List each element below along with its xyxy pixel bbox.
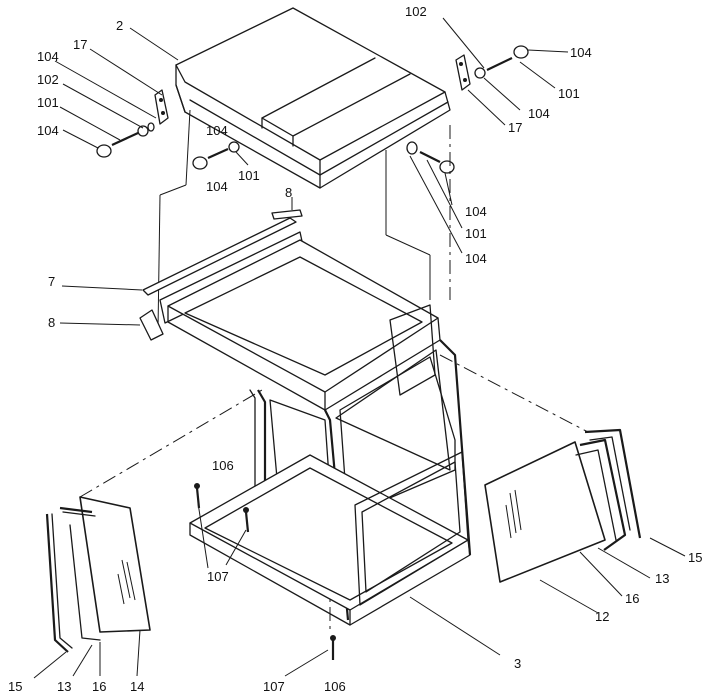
fastener-106-107-bottom: [330, 635, 336, 660]
callout-107-mid: 107: [207, 569, 229, 584]
cab-frame: [167, 239, 472, 626]
callout-104-right-4: 104: [465, 251, 487, 266]
hardware-center-set: [192, 141, 240, 170]
roof-bracket-right: [455, 54, 471, 91]
callout-16-left: 16: [92, 679, 106, 694]
callout-102-right: 102: [405, 4, 427, 19]
left-window-glass: [79, 496, 151, 633]
callout-17-left: 17: [73, 37, 87, 52]
callout-104-right-3: 104: [465, 204, 487, 219]
callout-3: 3: [514, 656, 521, 671]
callout-104-left-1: 104: [37, 49, 59, 64]
callout-101-center: 101: [238, 168, 260, 183]
leader-lines: [33, 17, 686, 679]
callout-13-right: 13: [655, 571, 669, 586]
callout-15-right: 15: [688, 550, 702, 565]
callout-16-right: 16: [625, 591, 639, 606]
roof-bracket-left: [154, 89, 169, 125]
guide-lines: [79, 109, 589, 630]
callout-8-left: 8: [48, 315, 55, 330]
right-window-glass: [484, 441, 606, 583]
callout-8-top: 8: [285, 185, 292, 200]
hardware-right-bottom-set: [406, 141, 455, 174]
hardware-right-top-set: [474, 45, 529, 79]
left-seal-strips: [45, 506, 101, 653]
callout-104-center-2: 104: [206, 179, 228, 194]
right-seal-strips: [575, 428, 642, 551]
callout-13-left: 13: [57, 679, 71, 694]
callout-107-bottom: 107: [263, 679, 285, 694]
callout-15-left: 15: [8, 679, 22, 694]
callout-102-left: 102: [37, 72, 59, 87]
callout-labels: 2 17 104 102 101 104 104 101 104 102 104…: [8, 4, 702, 694]
callout-101-right-1: 101: [558, 86, 580, 101]
callout-101-left: 101: [37, 95, 59, 110]
callout-106-mid: 106: [212, 458, 234, 473]
callout-104-right-1: 104: [570, 45, 592, 60]
callout-106-bottom: 106: [324, 679, 346, 694]
callout-2: 2: [116, 18, 123, 33]
callout-12: 12: [595, 609, 609, 624]
callout-104-right-2: 104: [528, 106, 550, 121]
callout-7: 7: [48, 274, 55, 289]
callout-104-left-2: 104: [37, 123, 59, 138]
callout-104-center-1: 104: [206, 123, 228, 138]
callout-14: 14: [130, 679, 144, 694]
roof-panel: [175, 7, 451, 189]
callout-17-right: 17: [508, 120, 522, 135]
hardware-left-set: [96, 122, 155, 158]
callout-101-right-2: 101: [465, 226, 487, 241]
